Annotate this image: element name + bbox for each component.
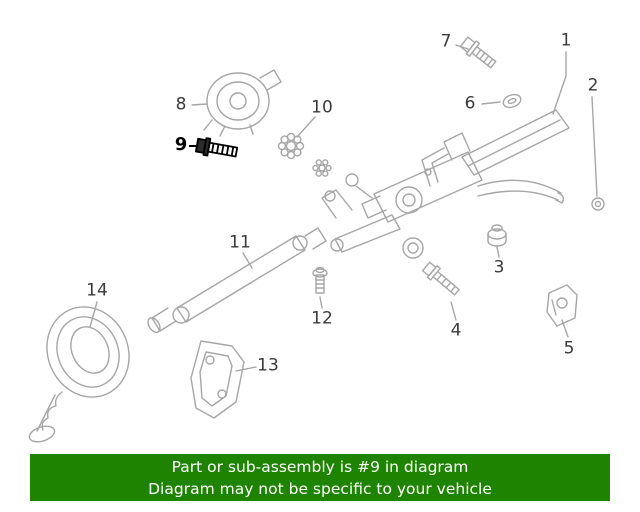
cover-part-14: [28, 306, 130, 443]
callout-7: 7: [440, 31, 452, 52]
bracket-part-13: [190, 340, 245, 419]
callout-9: 9: [174, 134, 188, 155]
banner-line-2: Diagram may not be specific to your vehi…: [148, 479, 492, 498]
clip-part-6: [502, 93, 522, 109]
callout-11: 11: [229, 232, 251, 253]
info-banner: Part or sub-assembly is #9 in diagram Di…: [30, 454, 610, 501]
banner-line-1: Part or sub-assembly is #9 in diagram: [171, 457, 469, 476]
callout-6: 6: [464, 93, 476, 114]
steering-column-assembly: [321, 109, 570, 259]
callout-5: 5: [563, 338, 575, 359]
bolt-part-7: [459, 36, 497, 69]
callout-8: 8: [175, 94, 187, 115]
motor-part-8: [203, 69, 282, 137]
callout-2: 2: [587, 75, 599, 96]
bracket-part-5: [546, 284, 578, 327]
intermediate-shaft-part-11: [147, 227, 327, 333]
callout-10: 10: [311, 97, 333, 118]
nut-part-3: [487, 224, 507, 247]
gear-part-10: [277, 132, 332, 177]
callout-3: 3: [493, 257, 505, 278]
callout-12: 12: [311, 308, 333, 329]
callout-14: 14: [86, 280, 108, 301]
bolt-part-12: [312, 266, 328, 294]
callout-1: 1: [560, 30, 572, 51]
callout-4: 4: [450, 320, 462, 341]
oring-part-2: [591, 197, 605, 211]
leader-lines: [89, 44, 598, 372]
highlighted-bolt-part-9: [195, 137, 239, 158]
bolt-part-4: [421, 261, 460, 296]
callout-13: 13: [257, 355, 279, 376]
